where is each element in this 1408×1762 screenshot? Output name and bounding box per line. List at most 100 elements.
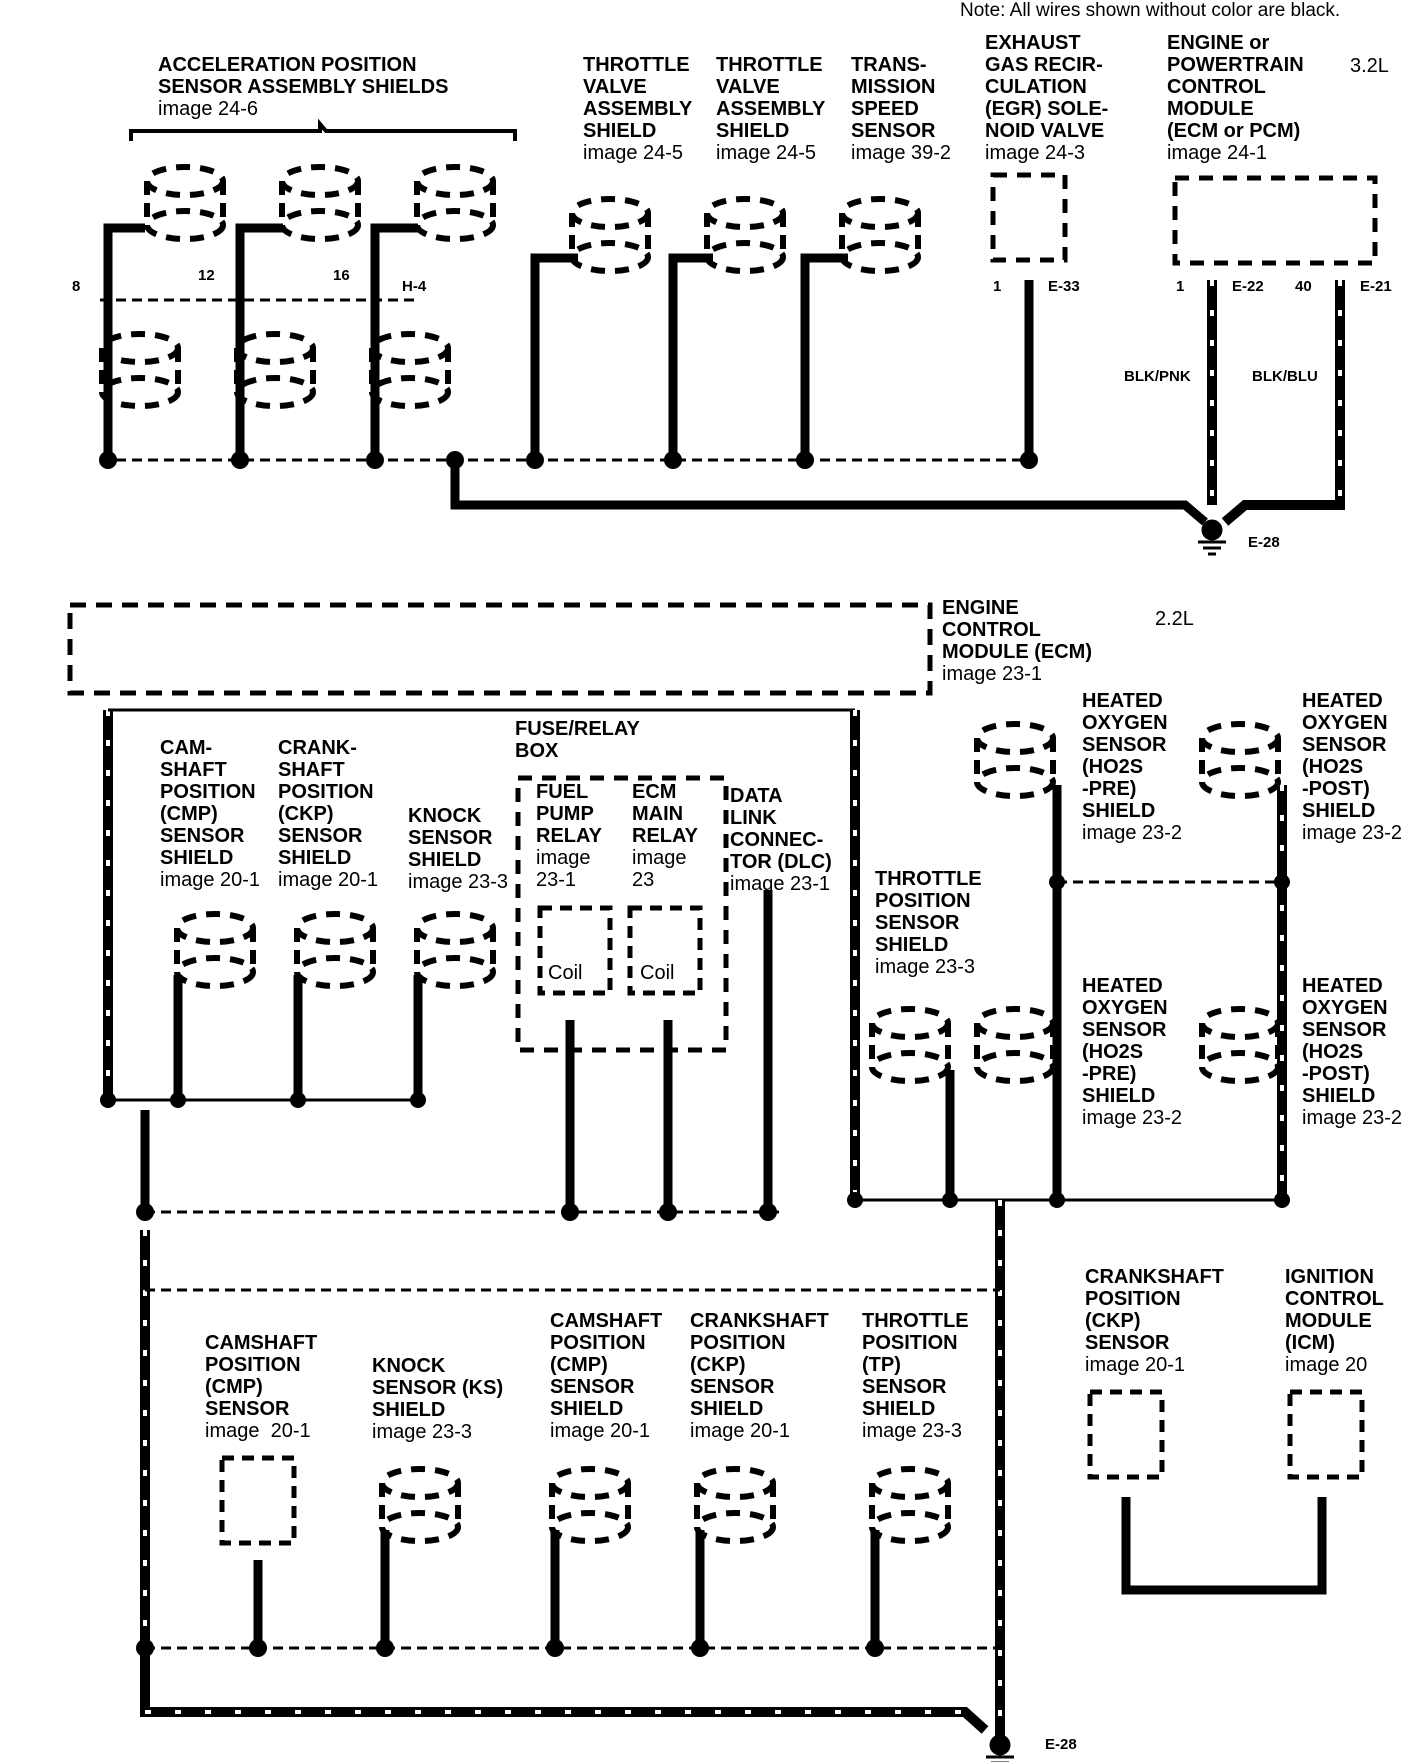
engine-label: 3.2L <box>1350 55 1389 77</box>
component-title: CAMSHAFT POSITION (CMP) SENSOR <box>205 1332 318 1420</box>
component-title: CRANKSHAFT POSITION (CKP) SENSOR <box>1085 1266 1224 1354</box>
component-title: TRANS- MISSION SPEED SENSOR <box>851 54 936 142</box>
image-ref: image 24-6 <box>158 98 259 120</box>
ground-icon <box>984 1733 1016 1762</box>
image-ref: image 23 <box>632 847 687 891</box>
shield-icon <box>697 1469 773 1541</box>
component-title: FUSE/RELAY BOX <box>515 718 640 762</box>
ground-label: E-28 <box>1248 534 1280 551</box>
shield-icon <box>572 199 648 271</box>
component-title: KNOCK SENSOR SHIELD <box>408 805 493 871</box>
component-title: THROTTLE VALVE ASSEMBLY SHIELD <box>716 54 826 142</box>
image-ref: image 20-1 <box>550 1420 651 1442</box>
shield-icon <box>977 724 1053 796</box>
component-title: HEATED OXYGEN SENSOR (HO2S -POST) SHIELD <box>1302 975 1388 1107</box>
pin-label: E-33 <box>1048 278 1080 295</box>
image-ref: image 20-1 <box>160 869 261 891</box>
component-ho2s-post-1: HEATED OXYGEN SENSOR (HO2S -POST) SHIELD… <box>1302 690 1402 844</box>
component-dlc: DATA LINK CONNEC- TOR (DLC)image 23-1 <box>730 785 832 895</box>
component-title: THROTTLE VALVE ASSEMBLY SHIELD <box>583 54 693 142</box>
component-ckp-shield: CRANK- SHAFT POSITION (CKP) SENSOR SHIEL… <box>278 737 378 891</box>
component-title: ENGINE CONTROL MODULE (ECM) <box>942 597 1092 663</box>
component-egr: EXHAUST GAS RECIR- CULATION (EGR) SOLE- … <box>985 32 1108 164</box>
shield-icon <box>1202 1009 1278 1081</box>
shield-icon <box>872 1469 948 1541</box>
pin-label: E-21 <box>1360 278 1392 295</box>
image-ref: image 23-2 <box>1302 822 1403 844</box>
image-ref: image 20-1 <box>1085 1354 1186 1376</box>
shield-icon <box>707 199 783 271</box>
legend-note: Note: All wires shown without color are … <box>960 0 1341 21</box>
component-aps: ACCELERATION POSITION SENSOR ASSEMBLY SH… <box>158 54 448 120</box>
image-ref: image 23-2 <box>1082 822 1183 844</box>
shield-icon <box>177 914 253 986</box>
image-ref: image 23-1 <box>536 847 591 891</box>
shield-icon <box>102 334 178 406</box>
coil-label: Coil <box>640 962 675 984</box>
component-title: THROTTLE POSITION SENSOR SHIELD <box>875 868 982 956</box>
image-ref: image 23-2 <box>1082 1107 1183 1129</box>
component-title: KNOCK SENSOR (KS) SHIELD <box>372 1355 504 1421</box>
pin-label: H-4 <box>402 278 427 295</box>
image-ref: image 23-3 <box>875 956 976 978</box>
component-title: CAM- SHAFT POSITION (CMP) SENSOR SHIELD <box>160 737 256 869</box>
pin-label: 1 <box>1176 278 1185 295</box>
image-ref: image 39-2 <box>851 142 952 164</box>
shield-icon <box>237 334 313 406</box>
wire-color: BLK/PNK <box>1124 368 1191 385</box>
component-icm: IGNITION CONTROL MODULE (ICM)image 20 <box>1285 1266 1384 1376</box>
component-title: ENGINE or POWERTRAIN CONTROL MODULE (ECM… <box>1167 32 1304 142</box>
shield-icon <box>977 1009 1053 1081</box>
image-ref: image 23-3 <box>408 871 509 893</box>
coil-label: Coil <box>548 962 583 984</box>
image-ref: image 20-1 <box>690 1420 791 1442</box>
shield-icon <box>872 1009 948 1081</box>
pin-label: 12 <box>198 267 215 284</box>
component-title: HEATED OXYGEN SENSOR (HO2S -PRE) SHIELD <box>1082 690 1168 822</box>
shield-icon <box>842 199 918 271</box>
component-title: ACCELERATION POSITION SENSOR ASSEMBLY SH… <box>158 54 449 98</box>
image-ref: image 24-5 <box>716 142 817 164</box>
component-title: DATA LINK CONNEC- TOR (DLC) <box>730 785 832 873</box>
component-title: CRANKSHAFT POSITION (CKP) SENSOR SHIELD <box>690 1310 829 1420</box>
component-title: HEATED OXYGEN SENSOR (HO2S -POST) SHIELD <box>1302 690 1388 822</box>
component-title: IGNITION CONTROL MODULE (ICM) <box>1285 1266 1384 1354</box>
image-ref: image 23-2 <box>1302 1107 1403 1129</box>
component-title: FUEL PUMP RELAY <box>536 781 602 847</box>
image-ref: image 24-1 <box>1167 142 1268 164</box>
pin-label: 16 <box>333 267 350 284</box>
component-pcm: ENGINE or POWERTRAIN CONTROL MODULE (ECM… <box>1167 32 1304 164</box>
pin-label: 40 <box>1295 278 1312 295</box>
shield-icon <box>417 167 493 239</box>
component-title: ECM MAIN RELAY <box>632 781 698 847</box>
component-ecm: ENGINE CONTROL MODULE (ECM)image 23-1 <box>942 597 1092 685</box>
shield-icon <box>552 1469 628 1541</box>
image-ref: image 20-1 <box>205 1420 311 1442</box>
image-ref: image 23-3 <box>862 1420 963 1442</box>
shield-icon <box>1202 724 1278 796</box>
image-ref: image 23-1 <box>942 663 1043 685</box>
pin-label: 8 <box>72 278 81 295</box>
image-ref: image 20 <box>1285 1354 1368 1376</box>
shield-icon <box>372 334 448 406</box>
shield-icon <box>297 914 373 986</box>
shield-icon <box>382 1469 458 1541</box>
component-title: EXHAUST GAS RECIR- CULATION (EGR) SOLE- … <box>985 32 1109 142</box>
wire-color: BLK/BLU <box>1252 368 1318 385</box>
component-fuse-relay-box: FUSE/RELAY BOX <box>515 718 640 762</box>
